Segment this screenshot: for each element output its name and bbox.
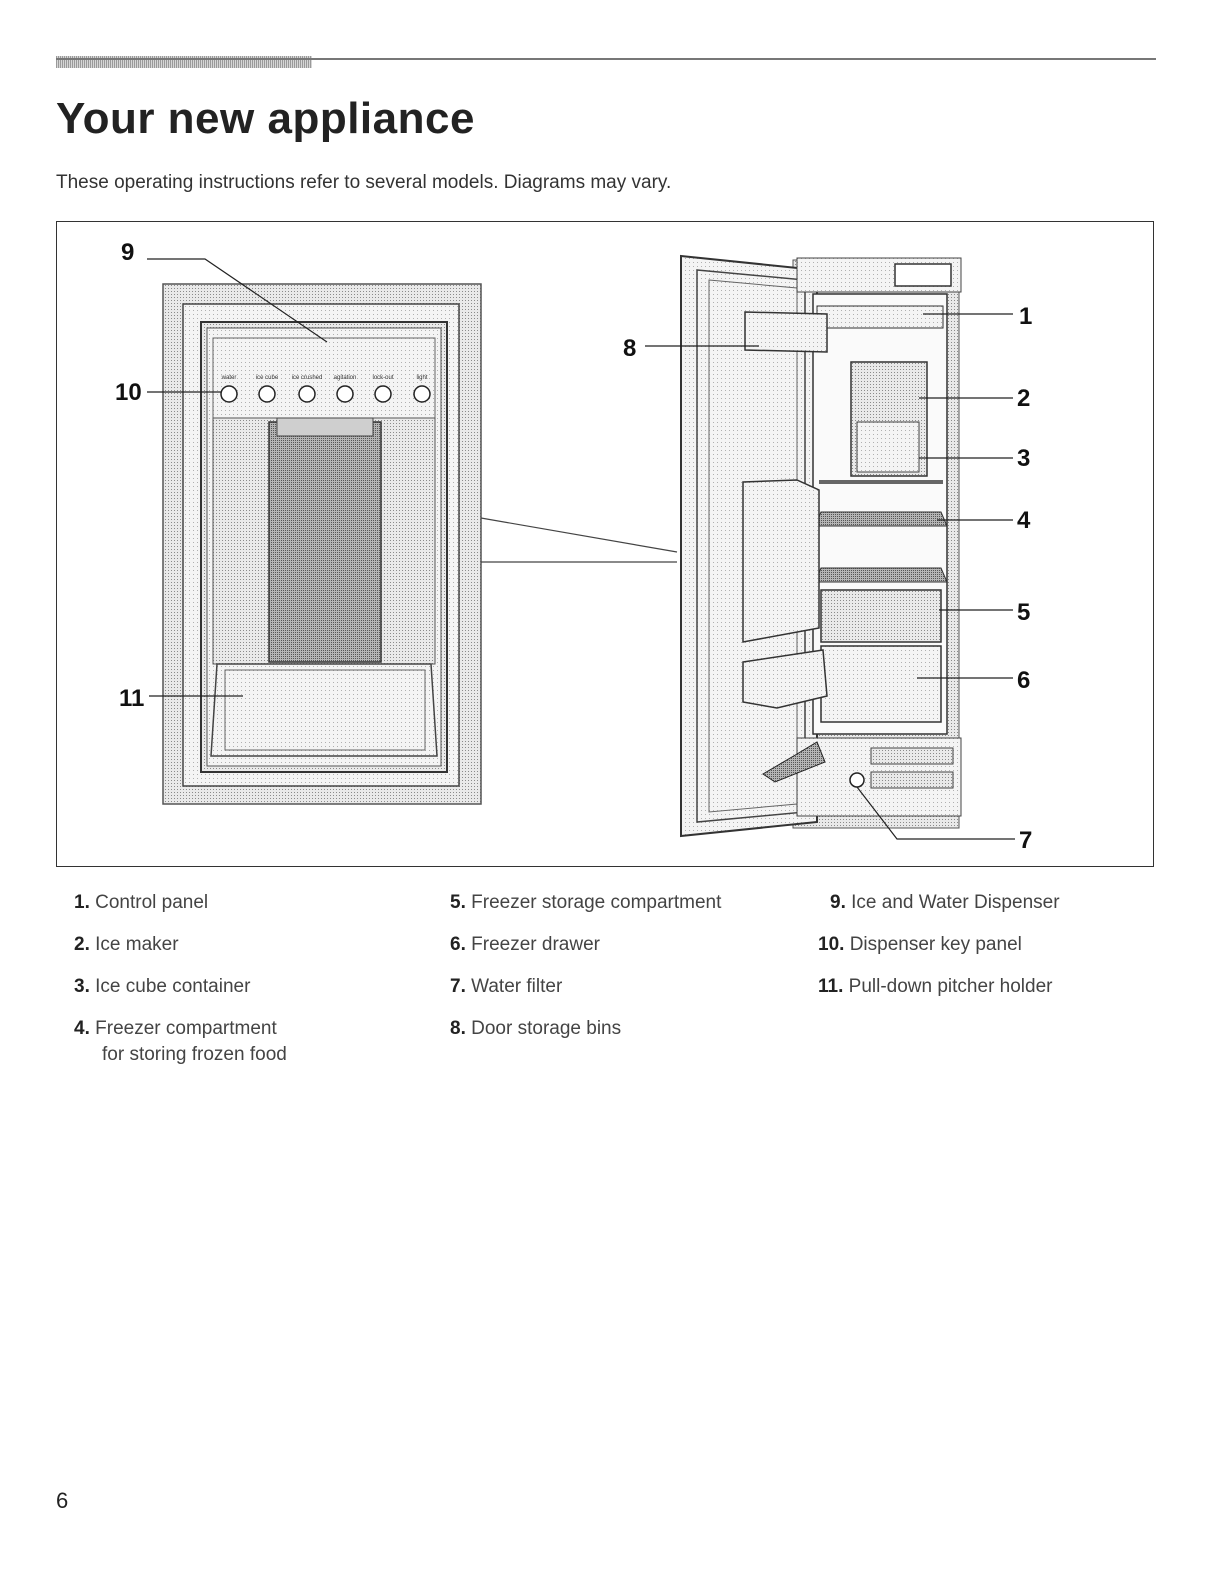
leader-lines: [147, 258, 1015, 840]
legend-text: Ice and Water Dispenser: [851, 892, 1060, 913]
legend-num: 10.: [818, 934, 845, 955]
legend-item: 3. Ice cube container: [74, 974, 287, 1000]
callout-1: 1: [1019, 303, 1032, 330]
legend-item: 4. Freezer compartment for storing frozen…: [74, 1016, 287, 1068]
callout-2: 2: [1017, 385, 1030, 412]
legend-text: Freezer drawer: [471, 934, 600, 955]
legend-column-2: 5. Freezer storage compartment 6. Freeze…: [450, 890, 721, 1058]
legend-num: 6.: [450, 934, 466, 955]
legend-text: Freezer storage compartment: [471, 892, 722, 913]
callout-5: 5: [1017, 599, 1030, 626]
dispenser-buttons: [220, 385, 431, 403]
callout-3: 3: [1017, 445, 1030, 472]
dispenser-button-label: lock-out: [372, 375, 393, 381]
callout-8: 8: [623, 335, 636, 362]
callout-6: 6: [1017, 667, 1030, 694]
legend-text: Ice cube container: [95, 976, 251, 997]
legend-num: 3.: [74, 976, 90, 997]
dispenser-button-label: water: [221, 375, 237, 381]
legend-item: 7. Water filter: [450, 974, 721, 1000]
dispenser-button-label: ice crushed: [292, 375, 323, 381]
legend-item: 2. Ice maker: [74, 932, 287, 958]
callout-4: 4: [1017, 507, 1031, 534]
legend-num: 5.: [450, 892, 466, 913]
intro-text: These operating instructions refer to se…: [56, 172, 672, 193]
legend-item: 8. Door storage bins: [450, 1016, 721, 1042]
legend-item: 6. Freezer drawer: [450, 932, 721, 958]
legend-text: Water filter: [471, 976, 563, 997]
callout-11: 11: [119, 685, 144, 712]
legend-item: 10. Dispenser key panel: [818, 932, 1060, 958]
legend-text: Dispenser key panel: [849, 934, 1022, 955]
legend-item: 1. Control panel: [74, 890, 287, 916]
legend-num: 1.: [74, 892, 90, 913]
callout-9: 9: [121, 239, 134, 266]
legend-text: Pull-down pitcher holder: [848, 976, 1053, 997]
legend-text: Freezer compartment: [95, 1018, 277, 1039]
legend-text-continued: for storing frozen food: [102, 1044, 287, 1065]
legend-num: 7.: [450, 976, 466, 997]
dispenser-illustration: [162, 283, 482, 805]
callout-10: 10: [115, 379, 142, 406]
dispenser-button-label: ice cube: [256, 375, 279, 381]
legend-column-1: 1. Control panel 2. Ice maker 3. Ice cub…: [74, 890, 287, 1084]
legend-item: 5. Freezer storage compartment: [450, 890, 721, 916]
callout-7: 7: [1019, 827, 1032, 854]
legend-text: Ice maker: [95, 934, 179, 955]
legend-num: 8.: [450, 1018, 466, 1039]
legend-num: 9.: [830, 892, 846, 913]
legend-item: 11. Pull-down pitcher holder: [818, 974, 1060, 1000]
dispenser-button-label: light: [416, 375, 427, 381]
page-title: Your new appliance: [56, 94, 475, 143]
appliance-diagram: 9 10 11 8 1 2 3 4 5 6 7 water ice cube ice…: [56, 221, 1154, 867]
legend-text: Control panel: [95, 892, 209, 913]
dispenser-button-label: agitation: [334, 375, 357, 381]
legend-column-3: 9. Ice and Water Dispenser 10. Dispenser…: [818, 890, 1060, 1016]
legend-item: 9. Ice and Water Dispenser: [818, 890, 1060, 916]
page-number: 6: [56, 1488, 69, 1513]
legend-num: 4.: [74, 1018, 90, 1039]
header-rule: [56, 58, 1156, 60]
freezer-illustration: [680, 254, 962, 838]
legend-text: Door storage bins: [471, 1018, 622, 1039]
legend-num: 11.: [818, 976, 844, 997]
legend-num: 2.: [74, 934, 90, 955]
